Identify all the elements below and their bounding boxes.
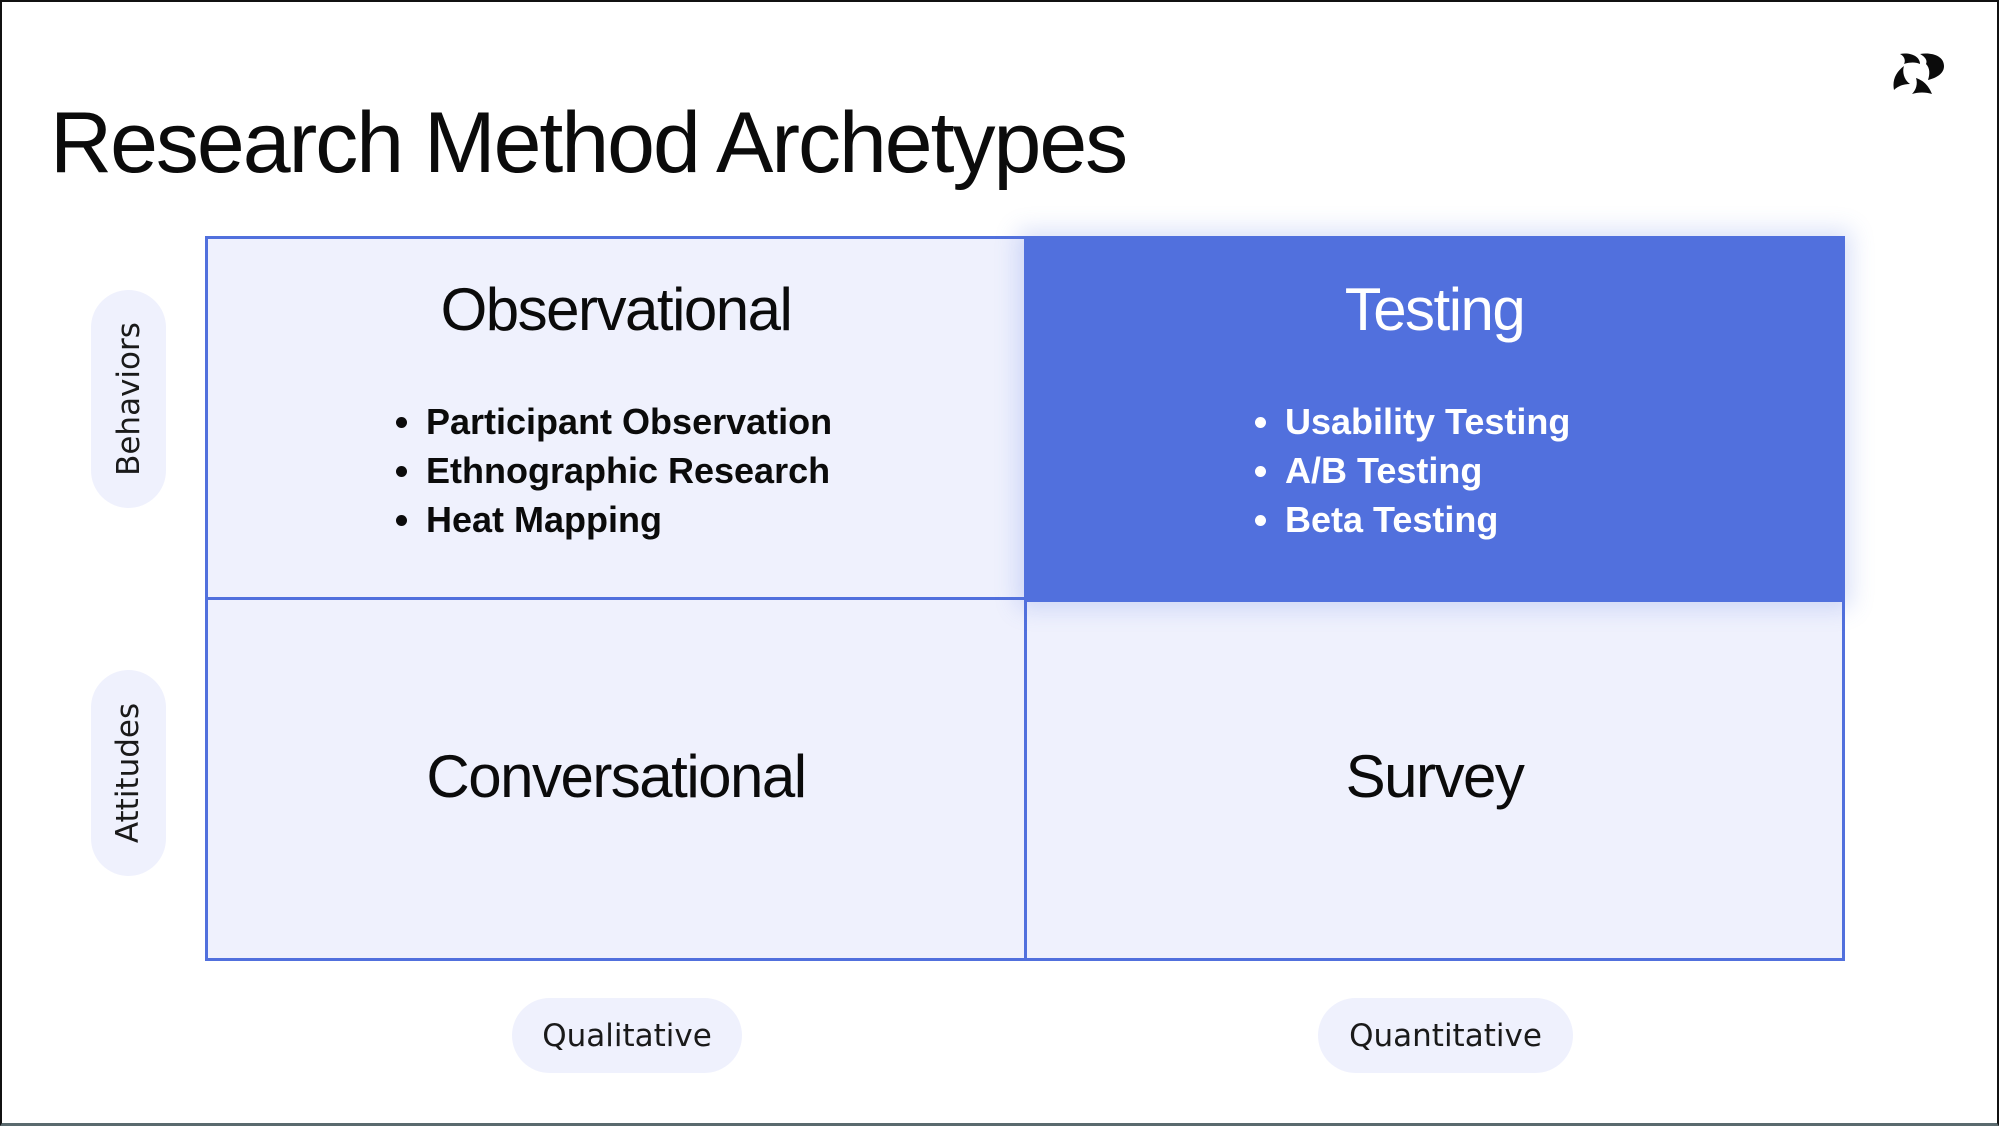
quadrant-title: Observational bbox=[440, 276, 793, 343]
quadrant-testing: Testing Usability Testing A/B Testing Be… bbox=[1024, 236, 1845, 602]
brand-logo-icon bbox=[1893, 53, 1944, 94]
list-item: Beta Testing bbox=[1249, 495, 1570, 544]
list-item-text: Beta Testing bbox=[1285, 499, 1499, 540]
axis-label-attitudes: Attitudes bbox=[91, 670, 166, 876]
axis-label-quantitative-text: Quantitative bbox=[1349, 1017, 1542, 1054]
axis-label-behaviors: Behaviors bbox=[91, 290, 166, 508]
list-item: Usability Testing bbox=[1249, 397, 1570, 446]
bullet-icon bbox=[396, 515, 407, 526]
quadrant-title: Testing bbox=[1344, 276, 1526, 343]
page-title: Research Method Archetypes bbox=[50, 94, 1128, 191]
list-item: Ethnographic Research bbox=[390, 446, 832, 495]
list-item-text: Ethnographic Research bbox=[426, 450, 831, 491]
list-item-text: Participant Observation bbox=[426, 401, 833, 442]
list-item-text: Usability Testing bbox=[1285, 401, 1571, 442]
quadrant-title: Conversational bbox=[426, 743, 807, 810]
list-item-text: A/B Testing bbox=[1285, 450, 1483, 491]
axis-label-qualitative: Qualitative bbox=[512, 998, 742, 1073]
list-item: Heat Mapping bbox=[390, 495, 832, 544]
quadrant-survey: Survey bbox=[1024, 597, 1845, 961]
quadrant-observational: Observational Participant Observation Et… bbox=[205, 236, 1027, 600]
method-list: Participant Observation Ethnographic Res… bbox=[390, 397, 832, 544]
list-item: Participant Observation bbox=[390, 397, 832, 446]
list-item-text: Heat Mapping bbox=[426, 499, 663, 540]
quadrant-title: Survey bbox=[1345, 743, 1525, 810]
axis-label-qualitative-text: Qualitative bbox=[542, 1017, 712, 1054]
quadrant-conversational: Conversational bbox=[205, 597, 1027, 961]
bullet-icon bbox=[1255, 515, 1266, 526]
axis-label-quantitative: Quantitative bbox=[1318, 998, 1573, 1073]
list-item: A/B Testing bbox=[1249, 446, 1570, 495]
method-list: Usability Testing A/B Testing Beta Testi… bbox=[1249, 397, 1570, 544]
archetype-matrix: Observational Participant Observation Et… bbox=[205, 236, 1845, 961]
axis-label-behaviors-text: Behaviors bbox=[110, 322, 147, 476]
bullet-icon bbox=[396, 466, 407, 477]
bullet-icon bbox=[1255, 417, 1266, 428]
bullet-icon bbox=[396, 417, 407, 428]
bullet-icon bbox=[1255, 466, 1266, 477]
axis-label-attitudes-text: Attitudes bbox=[110, 702, 147, 844]
